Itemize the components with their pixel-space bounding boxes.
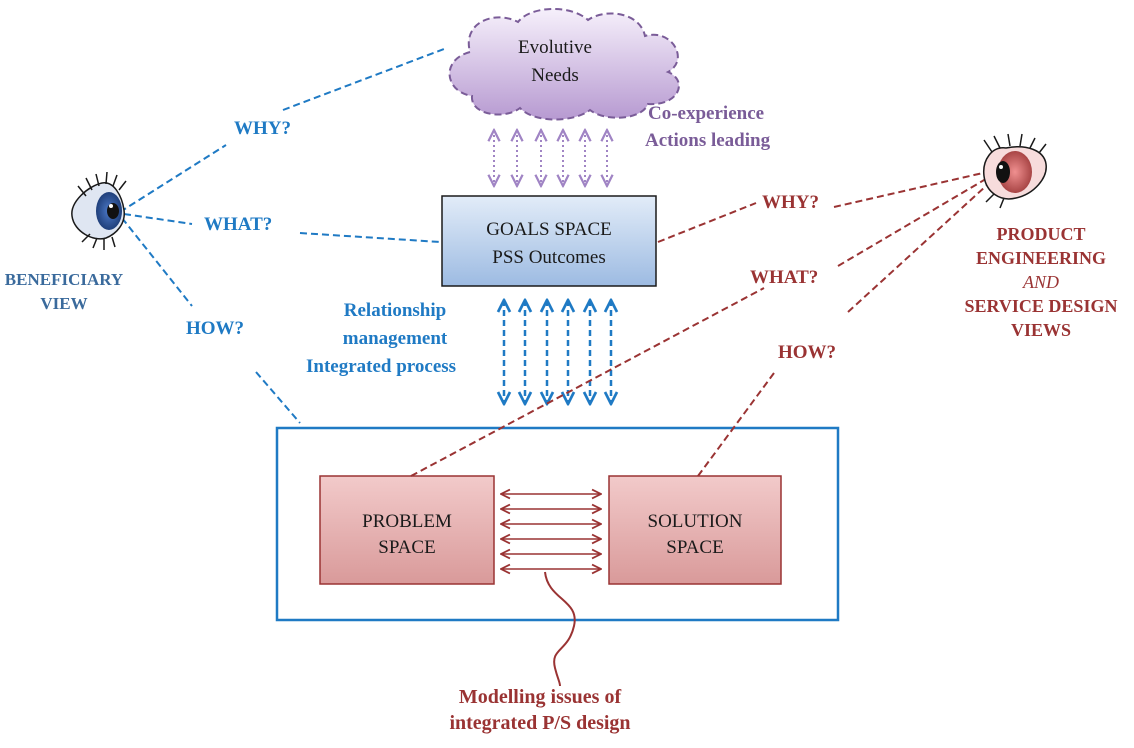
relationship-label-line3: Integrated process	[306, 356, 457, 377]
engineering-view-line2: ENGINEERING	[975, 248, 1107, 268]
engineering-view-lines	[410, 169, 999, 477]
problem-space-line2: SPACE	[378, 537, 436, 558]
engineering-view-line5: VIEWS	[1010, 320, 1072, 340]
engineering-view-line4: SERVICE DESIGN	[964, 296, 1118, 316]
beneficiary-why-label: WHY?	[234, 118, 291, 139]
engineering-why-label: WHY?	[762, 192, 819, 213]
beneficiary-how-label: HOW?	[186, 318, 245, 339]
beneficiary-view-line1: BENEFICIARY	[4, 270, 124, 289]
goals-space-title: GOALS SPACE	[486, 219, 612, 240]
design-space-frame	[275, 426, 840, 622]
engineering-what-label: WHAT?	[750, 267, 819, 288]
goals-space-subtitle: PSS Outcomes	[492, 247, 606, 268]
evolutive-needs-cloud	[448, 8, 680, 121]
co-experience-label-line1: Co-experience	[648, 103, 765, 124]
problem-space-box	[319, 475, 495, 585]
beneficiary-view-line2: VIEW	[40, 294, 88, 313]
engineering-how-label: HOW?	[778, 342, 837, 363]
co-experience-arrows	[494, 130, 607, 186]
engineering-view-line1: PRODUCT	[996, 224, 1086, 244]
relationship-arrows	[504, 300, 611, 404]
problem-space-line1: PROBLEM	[362, 511, 452, 532]
goals-space-box	[441, 195, 657, 287]
engineering-view-line3: AND	[1023, 272, 1059, 292]
solution-space-line2: SPACE	[666, 537, 724, 558]
problem-solution-arrows	[501, 494, 601, 569]
beneficiary-what-label: WHAT?	[204, 214, 273, 235]
modelling-issues-line1: Modelling issues of	[458, 686, 622, 708]
relationship-label-line2: management	[342, 328, 448, 349]
modelling-issues-connector	[544, 571, 576, 687]
solution-space-box	[608, 475, 782, 585]
co-experience-label-line2: Actions leading	[645, 130, 771, 151]
modelling-issues-line2: integrated P/S design	[449, 712, 631, 734]
relationship-label-line1: Relationship	[343, 300, 447, 321]
beneficiary-view-lines	[119, 48, 445, 424]
cloud-label-line2: Needs	[531, 65, 579, 86]
red-eye-icon	[983, 133, 1047, 209]
cloud-label-line1: Evolutive	[518, 37, 592, 58]
blue-eye-icon	[71, 171, 127, 250]
solution-space-line1: SOLUTION	[647, 511, 743, 532]
